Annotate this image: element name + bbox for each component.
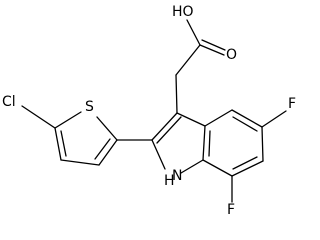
bond-th-c3-c2-b bbox=[94, 138, 111, 160]
bond-c4-c5-a bbox=[231, 109, 263, 128]
bond-c3-c3a bbox=[176, 112, 206, 127]
atom-label-fluorine-7: F bbox=[227, 202, 235, 218]
bond-c6-c7-b bbox=[232, 156, 258, 170]
atom-label-indole-n: N bbox=[172, 168, 182, 184]
atom-label-fluorine-5: F bbox=[288, 96, 296, 112]
bond-c5-f bbox=[261, 110, 287, 128]
bond-th-s-c5 bbox=[54, 111, 82, 129]
bond-c3a-c7a-inner bbox=[208, 130, 211, 157]
bond-c3a-c4 bbox=[204, 109, 233, 127]
bond-c3a-c7a bbox=[202, 125, 206, 161]
atom-label-layer: HO O Cl S H N F F bbox=[2, 4, 296, 218]
atom-label-hydroxyl: HO bbox=[172, 4, 194, 20]
bond-c5-c6 bbox=[261, 126, 264, 162]
bond-th-c5-c4-a bbox=[54, 127, 62, 161]
bond-c7-c7a bbox=[202, 159, 233, 177]
bond-th-c4-c3 bbox=[60, 159, 100, 166]
atom-label-chlorine: Cl bbox=[2, 94, 16, 110]
bond-layer bbox=[21, 19, 287, 203]
bond-ch2-cooh bbox=[175, 44, 201, 76]
bond-th-c3-c2-a bbox=[98, 139, 118, 166]
bond-c6-c7-a bbox=[231, 160, 264, 177]
bond-cooh-oh bbox=[186, 19, 201, 46]
bond-c2-c3-a bbox=[151, 112, 178, 141]
bond-c2-c3-b bbox=[156, 116, 182, 144]
bond-th-c2-s bbox=[96, 116, 118, 141]
bond-co-double-a bbox=[199, 44, 225, 56]
bond-co-double-b bbox=[201, 39, 226, 51]
atom-label-indole-h: H bbox=[164, 173, 175, 189]
bond-th-c5-c4-b bbox=[60, 130, 67, 157]
bond-c4-c5-b bbox=[232, 116, 258, 132]
bond-c7a-n bbox=[180, 159, 204, 174]
bond-n-c2 bbox=[151, 139, 166, 170]
atom-label-sulfur: S bbox=[85, 99, 94, 115]
molecule-structure: HO O Cl S H N F F bbox=[2, 4, 296, 218]
bond-c3-ch2 bbox=[175, 74, 178, 114]
bond-c5-cl bbox=[21, 105, 56, 129]
atom-label-carbonyl-oxygen: O bbox=[226, 47, 237, 63]
